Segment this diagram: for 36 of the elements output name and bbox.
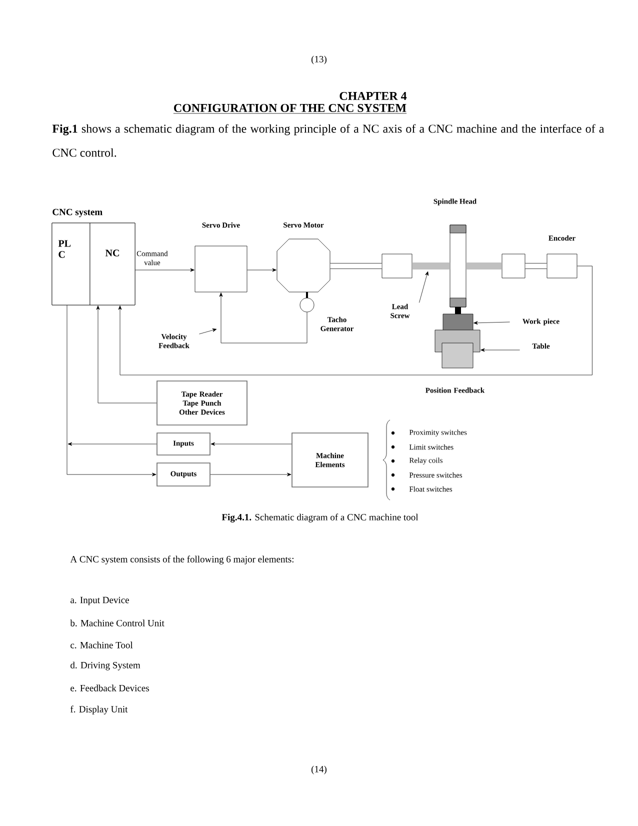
shaft — [412, 262, 450, 270]
arrow — [219, 292, 308, 344]
list-item: f. Display Unit — [70, 706, 128, 714]
plc-box: PL C — [52, 222, 90, 306]
page-number: (13) — [312, 56, 326, 64]
list-item: d. Driving System — [70, 662, 140, 670]
shaft — [525, 263, 547, 269]
leader-line — [419, 271, 429, 303]
leader-line — [480, 348, 520, 352]
leader-line — [199, 328, 217, 334]
table-block — [434, 330, 480, 368]
list-item: c. Machine Tool — [70, 642, 133, 648]
arrow — [66, 305, 156, 476]
node-label: CNC system — [52, 208, 102, 218]
shaft — [466, 262, 502, 270]
shaft — [330, 263, 382, 269]
arrow — [118, 266, 592, 376]
arrow — [96, 306, 157, 404]
caption: Fig.4.1. Schematic diagram of a CNC machine tool — [222, 514, 418, 522]
title: CONFIGURATION OF THE CNC SYSTEM — [173, 104, 407, 114]
coupling-box — [382, 254, 412, 278]
paragraph: Fig.1 shows a schematic diagram of the working principle of a NC axis of a CNC machine and the interface of a CNC control. — [52, 124, 604, 157]
list-item: a. Input Device — [70, 596, 129, 606]
arrow — [210, 442, 292, 446]
chapter-heading: CHAPTER 4 — [340, 92, 407, 100]
arrow — [247, 268, 276, 272]
arrow — [210, 472, 292, 476]
paragraph: A CNC system consists of the following 6 major elements: — [70, 556, 294, 564]
leader-line — [474, 321, 510, 325]
page-number: (14) — [312, 766, 326, 774]
arrow — [135, 268, 194, 272]
nc-box: NC — [90, 222, 136, 306]
list-item: b. Machine Control Unit — [70, 620, 164, 626]
leader-line — [68, 442, 157, 446]
coupling-box — [502, 254, 526, 278]
list-item: e. Feedback Devices — [70, 684, 149, 692]
